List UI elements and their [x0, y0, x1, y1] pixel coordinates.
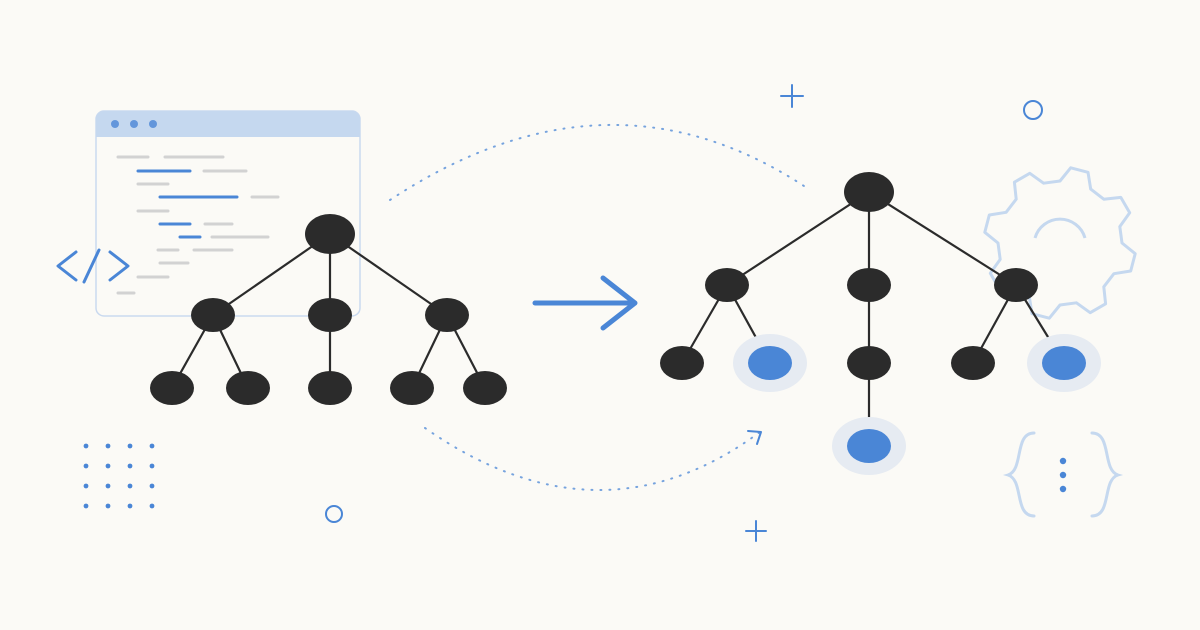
code-window-frame: [95, 110, 361, 317]
grid-dot: [127, 483, 133, 489]
tree-node: [463, 371, 507, 405]
grid-dot: [83, 463, 89, 469]
dotted-arc-bottom: [424, 427, 761, 491]
grid-dot: [149, 483, 155, 489]
tree-node: [390, 371, 434, 405]
window-dot-icon: [111, 120, 119, 128]
plus-icon: [745, 520, 767, 542]
tree-root-node: [305, 214, 355, 254]
grid-dot: [127, 463, 133, 469]
tree-node: [425, 298, 469, 332]
code-window-titlebar: [96, 111, 360, 137]
tree-edge: [212, 233, 331, 316]
tree-root-node: [844, 172, 894, 212]
arrow-right-icon: [532, 275, 638, 331]
grid-dot: [105, 463, 111, 469]
tree-node: [150, 371, 194, 405]
dot-grid-decoration: [83, 443, 155, 509]
grid-dot: [83, 443, 89, 449]
tree-node-highlighted: [847, 429, 891, 463]
tree-node: [847, 346, 891, 380]
tree-edge: [726, 191, 870, 286]
grid-dot: [149, 463, 155, 469]
grid-dot: [149, 443, 155, 449]
grid-dot: [105, 443, 111, 449]
code-window: [95, 110, 361, 317]
tree-node: [660, 346, 704, 380]
grid-dot: [83, 483, 89, 489]
tree-node: [994, 268, 1038, 302]
tree-node: [951, 346, 995, 380]
tree-node-highlighted: [1042, 346, 1086, 380]
grid-dot: [83, 503, 89, 509]
code-lines: [116, 155, 280, 295]
ring-icon: [325, 505, 343, 523]
tree-after: [660, 172, 1101, 475]
tree-node: [226, 371, 270, 405]
grid-dot: [127, 503, 133, 509]
dotted-arc-top: [389, 124, 811, 201]
tree-node: [705, 268, 749, 302]
plus-icon: [780, 84, 804, 108]
grid-dot: [105, 503, 111, 509]
grid-dot: [105, 483, 111, 489]
dotted-arc-arrowhead-icon: [747, 430, 762, 445]
window-dot-icon: [130, 120, 138, 128]
tree-edge: [329, 233, 448, 316]
tree-edge: [868, 191, 1017, 286]
vertical-dots-icon: [1059, 457, 1067, 493]
tree-node: [191, 298, 235, 332]
tree-node: [308, 298, 352, 332]
tree-node-highlighted: [748, 346, 792, 380]
ring-icon: [1023, 100, 1043, 120]
grid-dot: [127, 443, 133, 449]
window-dot-icon: [149, 120, 157, 128]
gear-icon: [983, 166, 1137, 320]
curly-braces-icon: [1003, 431, 1123, 518]
code-brackets-icon: [56, 248, 130, 284]
tree-before: [150, 214, 507, 405]
tree-node: [847, 268, 891, 302]
tree-node: [308, 371, 352, 405]
grid-dot: [149, 503, 155, 509]
